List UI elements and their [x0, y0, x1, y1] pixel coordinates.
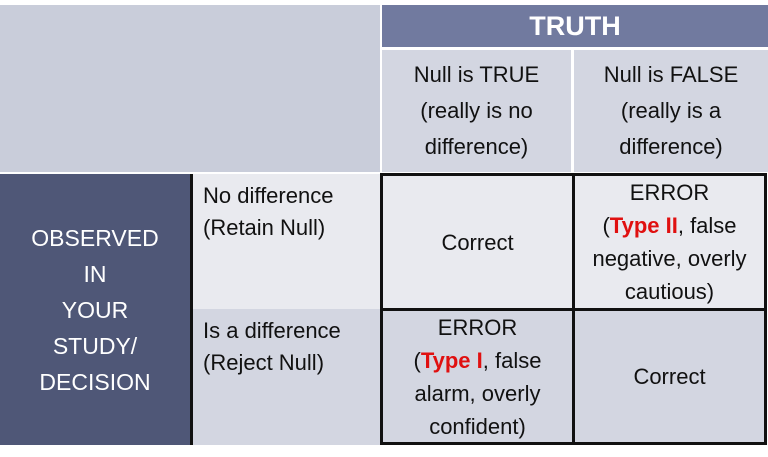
- error-title: ERROR: [629, 180, 710, 205]
- col-line: (really is no: [420, 98, 533, 123]
- cell-text: negative, overly: [592, 246, 747, 271]
- cell-text: cautious): [624, 279, 715, 304]
- col-line: Null is TRUE: [413, 62, 540, 87]
- row-line: (Reject Null): [203, 350, 325, 375]
- cell-text: , false: [482, 347, 542, 373]
- obs-line: IN: [83, 260, 107, 287]
- obs-line: DECISION: [39, 368, 151, 395]
- obs-line: OBSERVED: [31, 224, 159, 251]
- cell-type-ii-error: ERROR (Type II, false negative, overly c…: [572, 173, 767, 311]
- obs-line: YOUR: [61, 296, 129, 323]
- cell-text: , false: [677, 213, 737, 238]
- column-header-null-true: Null is TRUE (really is no difference): [382, 50, 571, 172]
- cell-text: alarm, overly: [414, 380, 541, 406]
- col-line: difference): [424, 134, 529, 159]
- row-header-is-difference: Is a difference (Reject Null): [193, 309, 380, 445]
- col-line: (really is a: [620, 98, 722, 123]
- observed-label: OBSERVED IN YOUR STUDY/ DECISION: [0, 174, 190, 445]
- col-line: difference): [619, 134, 723, 159]
- empty-corner: [0, 5, 380, 172]
- truth-header: TRUTH: [382, 5, 768, 47]
- type-ii-label: Type II: [609, 213, 678, 238]
- error-title: ERROR: [437, 314, 518, 340]
- row-line: (Retain Null): [203, 215, 326, 240]
- row-line: Is a difference: [203, 318, 341, 343]
- row-line: No difference: [203, 183, 334, 208]
- divider: [190, 174, 193, 445]
- paren: (: [602, 213, 610, 238]
- cell-text: Correct: [633, 364, 706, 389]
- cell-correct-retain: Correct: [380, 173, 575, 311]
- column-header-null-false: Null is FALSE (really is a difference): [574, 50, 768, 172]
- cell-type-i-error: ERROR (Type I, false alarm, overly confi…: [380, 308, 575, 445]
- paren: (: [413, 347, 421, 373]
- cell-correct-reject: Correct: [572, 308, 767, 445]
- row-header-no-difference: No difference (Retain Null): [193, 174, 380, 309]
- obs-line: STUDY/: [52, 332, 138, 359]
- cell-text: Correct: [441, 229, 514, 255]
- type-i-label: Type I: [420, 347, 483, 373]
- cell-text: confident): [429, 413, 526, 439]
- col-line: Null is FALSE: [603, 62, 739, 87]
